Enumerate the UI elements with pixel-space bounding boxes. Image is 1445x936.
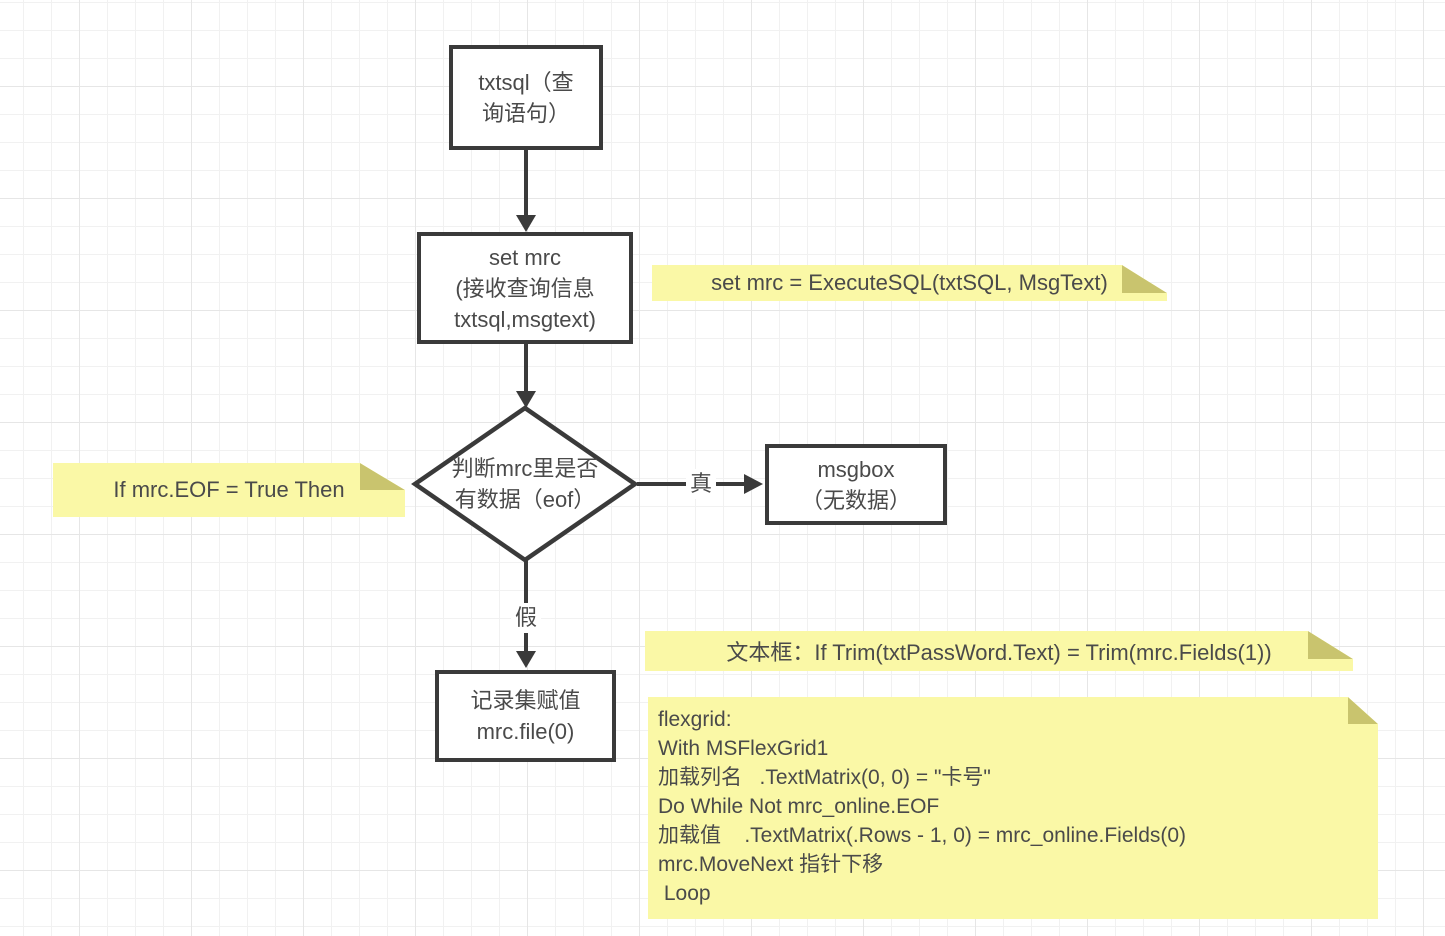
flexgrid-code-line3: 加载列名 .TextMatrix(0, 0) = "卡号" (658, 766, 991, 789)
node-decision-label-line1: 判断mrc里是否 (451, 456, 599, 481)
flexgrid-code-line5: 加载值 .TextMatrix(.Rows - 1, 0) = mrc_onli… (658, 824, 1187, 847)
node-decision[interactable]: 判断mrc里是否 有数据（eof） (411, 404, 639, 564)
node-assign-record[interactable]: 记录集赋值 mrc.file(0) (435, 670, 616, 762)
note-textbox-code-fold-icon (1308, 631, 1353, 659)
note-textbox-code[interactable]: 文本框：If Trim(txtPassWord.Text) = Trim(mrc… (645, 631, 1353, 671)
flexgrid-code-line4: Do While Not mrc_online.EOF (658, 795, 940, 818)
note-textbox-code-text: 文本框：If Trim(txtPassWord.Text) = Trim(mrc… (726, 640, 1272, 665)
node-decision-label-line2: 有数据（eof） (454, 487, 596, 512)
node-set-mrc-label-line2: (接收查询信息 (455, 275, 595, 301)
edge-setmrc-to-decision-arrowhead (516, 391, 536, 408)
note-flexgrid-code-fold-icon (1348, 697, 1378, 724)
node-assign-record-label-line1: 记录集赋值 (470, 688, 581, 713)
node-msgbox[interactable]: msgbox （无数据） (765, 444, 947, 525)
flexgrid-code-line6: mrc.MoveNext 指针下移 (658, 853, 884, 876)
node-txtsql-label-line2: 询语句） (481, 100, 570, 126)
node-set-mrc[interactable]: set mrc (接收查询信息 txtsql,msgtext) (417, 232, 633, 344)
edge-txtsql-to-setmrc[interactable] (524, 150, 528, 217)
note-if-eof[interactable]: If mrc.EOF = True Then (53, 463, 405, 517)
node-set-mrc-label-line3: txtsql,msgtext) (454, 306, 596, 332)
note-if-eof-fold-icon (360, 463, 405, 490)
edge-label-false[interactable]: 假 (511, 603, 542, 633)
edge-setmrc-to-decision[interactable] (524, 344, 528, 394)
note-if-eof-text: If mrc.EOF = True Then (113, 477, 345, 502)
node-msgbox-label-line2: （无数据） (800, 487, 911, 513)
node-set-mrc-label-line1: set mrc (488, 244, 562, 270)
edge-decision-to-assign-arrowhead (516, 651, 536, 668)
note-execsql[interactable]: set mrc = ExecuteSQL(txtSQL, MsgText) (652, 265, 1167, 301)
note-execsql-text: set mrc = ExecuteSQL(txtSQL, MsgText) (711, 270, 1108, 295)
flexgrid-code-line1: flexgrid: (658, 708, 732, 731)
node-txtsql[interactable]: txtsql（查 询语句） (449, 45, 603, 150)
node-assign-record-label-line2: mrc.file(0) (476, 719, 575, 744)
node-msgbox-label-line1: msgbox (817, 456, 895, 482)
flexgrid-code-line7: Loop (658, 882, 711, 905)
edge-txtsql-to-setmrc-arrowhead (516, 215, 536, 232)
note-flexgrid-code[interactable]: flexgrid: With MSFlexGrid1 加载列名 .TextMat… (648, 697, 1378, 919)
edge-label-true[interactable]: 真 (686, 469, 717, 499)
note-execsql-fold-icon (1122, 265, 1167, 293)
node-txtsql-label-line1: txtsql（查 (478, 69, 574, 95)
flexgrid-code-line2: With MSFlexGrid1 (658, 737, 829, 760)
edge-decision-to-msgbox-arrowhead (744, 474, 763, 494)
